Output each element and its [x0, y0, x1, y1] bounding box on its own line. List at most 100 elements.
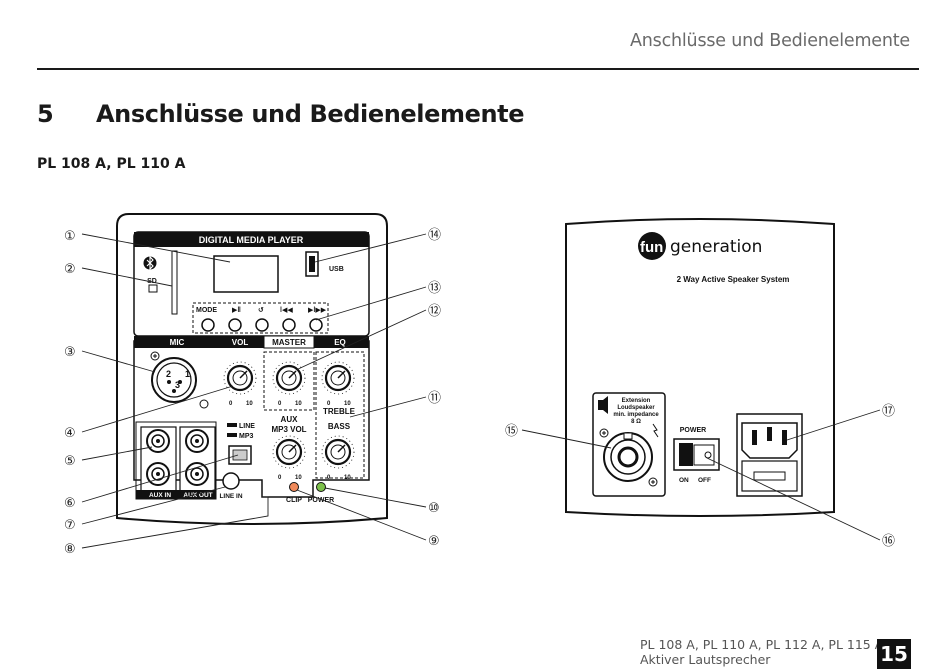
svg-text:⑬: ⑬ — [428, 280, 441, 295]
callout-numbers: ① ② ③ ④ ⑤ ⑥ ⑦ ⑧ ⑨ ⑩ ⑪ ⑫ ⑬ ⑭ ⑮ ⑯ ⑰ — [64, 227, 895, 556]
page-number: 15 — [877, 639, 911, 669]
chapter-title: Anschlüsse und Bedienelemente — [96, 100, 525, 128]
footer-models: PL 108 A, PL 110 A, PL 112 A, PL 115 A — [640, 637, 884, 652]
svg-text:10: 10 — [295, 401, 302, 407]
aux-rca-jacks[interactable]: AUX IN AUX OUT — [135, 421, 217, 500]
clip-label: CLIP — [286, 497, 302, 504]
left-rear-panel: DIGITAL MEDIA PLAYER SD USB MODE ▶ǁ ↺ ǀ◀… — [116, 213, 388, 525]
usb-label: USB — [329, 266, 344, 273]
svg-text:⑯: ⑯ — [882, 533, 895, 548]
aux-mp3-vol-knob[interactable]: AUX MP3 VOL 0 10 — [271, 415, 306, 481]
sd-label: SD — [147, 278, 157, 285]
svg-text:10: 10 — [295, 475, 302, 481]
xlr-mic-input[interactable]: 2 1 3 — [150, 351, 209, 409]
svg-text:min. impedance: min. impedance — [613, 412, 659, 418]
display-window — [213, 255, 279, 293]
repeat-button[interactable] — [255, 318, 269, 332]
sd-card-slot[interactable] — [148, 284, 158, 293]
eq-label: EQ — [334, 338, 346, 347]
svg-text:⑮: ⑮ — [505, 423, 518, 438]
callouts — [81, 233, 881, 549]
line-in-jack[interactable] — [222, 472, 240, 490]
master-label: MASTER — [272, 338, 306, 347]
aux-in-label: AUX IN — [149, 492, 171, 499]
iec-mains-socket[interactable] — [736, 413, 803, 497]
next-button[interactable] — [309, 318, 323, 332]
treble-label: TREBLE — [323, 407, 356, 416]
svg-text:③: ③ — [64, 344, 76, 359]
svg-text:8 Ω: 8 Ω — [631, 419, 641, 425]
right-rear-panel: fun generation 2 Way Active Speaker Syst… — [565, 218, 835, 517]
repeat-label: ↺ — [258, 307, 264, 314]
svg-text:0: 0 — [278, 401, 282, 407]
svg-text:⑭: ⑭ — [428, 227, 441, 242]
on-label: ON — [679, 477, 689, 484]
svg-text:10: 10 — [344, 475, 351, 481]
play-pause-label: ▶ǁ — [232, 307, 241, 314]
prev-label: ǀ◀◀ — [280, 307, 293, 314]
bluetooth-icon — [143, 255, 157, 271]
header-rule — [37, 68, 919, 70]
vol-knob[interactable]: 0 10 — [223, 361, 257, 407]
power-led-label: POWER — [308, 497, 334, 504]
svg-text:2: 2 — [166, 369, 171, 379]
svg-text:⑦: ⑦ — [64, 517, 76, 532]
svg-text:0: 0 — [278, 475, 282, 481]
media-player-module: DIGITAL MEDIA PLAYER SD USB MODE ▶ǁ ↺ ǀ◀… — [133, 231, 370, 337]
svg-text:⑥: ⑥ — [64, 495, 76, 510]
off-label: OFF — [698, 477, 711, 484]
svg-text:Extension: Extension — [622, 398, 651, 404]
treble-knob[interactable]: 0 10 TREBLE — [321, 361, 356, 416]
model-subheading: PL 108 A, PL 110 A — [37, 156, 186, 172]
next-label: ▶ǀ▶▶ — [308, 307, 327, 314]
mode-button[interactable] — [201, 318, 215, 332]
prev-button[interactable] — [282, 318, 296, 332]
brand-generation: generation — [670, 237, 762, 257]
brand-fun: fun — [640, 239, 663, 256]
footer: PL 108 A, PL 110 A, PL 112 A, PL 115 A A… — [640, 637, 883, 667]
brand-logo: fun generation — [638, 232, 762, 260]
clip-led — [289, 482, 299, 492]
svg-text:⑫: ⑫ — [428, 303, 441, 318]
master-knob[interactable]: 0 10 — [263, 351, 315, 411]
play-pause-button[interactable] — [228, 318, 242, 332]
footer-subtitle: Aktiver Lautsprecher — [640, 652, 771, 667]
aux-out-label: AUX OUT — [183, 492, 212, 499]
svg-text:0: 0 — [327, 475, 331, 481]
power-switch-label: POWER — [680, 427, 706, 434]
power-switch[interactable]: POWER ON OFF — [673, 427, 720, 484]
card-slot-strip — [171, 250, 178, 315]
mic-label: MIC — [170, 338, 185, 347]
svg-text:10: 10 — [246, 401, 253, 407]
media-player-title: DIGITAL MEDIA PLAYER — [199, 235, 304, 245]
svg-text:0: 0 — [327, 401, 331, 407]
mp3-vol-label: MP3 VOL — [271, 425, 306, 434]
mixer-module: MIC VOL MASTER EQ 2 1 3 — [133, 335, 370, 504]
svg-text:10: 10 — [344, 401, 351, 407]
speakon-output[interactable]: Extension Loudspeaker min. impedance 8 Ω — [592, 392, 666, 497]
running-header: Anschlüsse und Bedienelemente — [630, 31, 910, 51]
svg-text:3: 3 — [175, 380, 180, 390]
svg-text:⑩: ⑩ — [428, 500, 440, 515]
svg-text:⑤: ⑤ — [64, 453, 76, 468]
svg-text:0: 0 — [229, 401, 233, 407]
speaker-icon — [598, 396, 608, 414]
svg-text:①: ① — [64, 228, 76, 243]
aux-label: AUX — [281, 415, 299, 424]
svg-text:⑧: ⑧ — [64, 541, 76, 556]
mp3-label: MP3 — [239, 433, 254, 440]
mode-label: MODE — [196, 307, 217, 314]
svg-text:Loudspeaker: Loudspeaker — [617, 405, 655, 411]
svg-text:1: 1 — [185, 369, 190, 379]
vol-label: VOL — [232, 338, 249, 347]
line-in-label: LINE IN — [219, 493, 242, 500]
chapter-number: 5 — [37, 100, 54, 128]
bass-knob[interactable]: BASS 0 10 — [321, 422, 355, 481]
tagline: 2 Way Active Speaker System — [677, 275, 790, 284]
bass-label: BASS — [328, 422, 351, 431]
svg-text:⑨: ⑨ — [428, 533, 440, 548]
svg-text:⑪: ⑪ — [428, 390, 441, 405]
power-led — [316, 482, 326, 492]
line-label: LINE — [239, 423, 255, 430]
